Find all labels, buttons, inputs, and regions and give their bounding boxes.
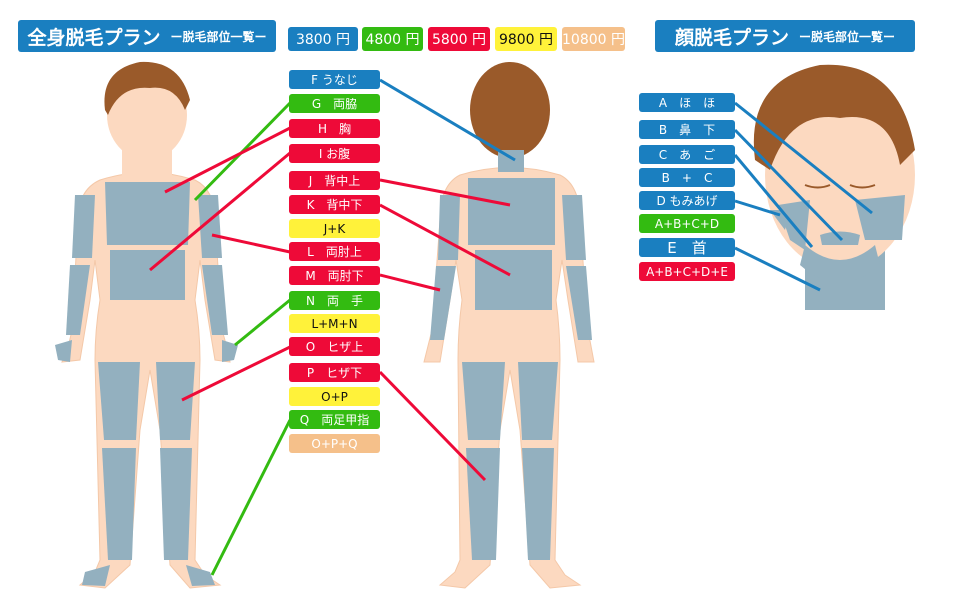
face-part-label: C あ ご [639,145,735,164]
face-part-label: A+B+C+D [639,214,735,233]
price-chip: 5800 円 [428,27,490,51]
price-chip: 3800 円 [288,27,358,51]
body-part-label: O+P [289,387,380,406]
connector-lines [149,78,873,576]
face-part-label: E 首 [639,238,735,257]
body-part-label: P ヒザ下 [289,363,380,382]
body-plan-title-sub: ー脱毛部位一覧ー [170,29,267,44]
price-chip: 9800 円 [495,27,557,51]
face-part-label: B + C [639,168,735,187]
body-part-label: K 背中下 [289,195,380,214]
face-part-label: A ほ ほ [639,93,735,112]
body-part-label: O+P+Q [289,434,380,453]
face-plan-title: 顔脱毛プラン ー脱毛部位一覧ー [655,20,915,52]
body-plan-title-main: 全身脱毛プラン [27,26,161,49]
body-part-label: L+M+N [289,314,380,333]
back-body [423,62,595,589]
face-part-label: B 鼻 下 [639,120,735,139]
body-part-label: M 両肘下 [289,266,380,285]
price-chip: 10800 円 [562,27,625,51]
price-chip: 4800 円 [362,27,423,51]
body-part-label: H 胸 [289,119,380,138]
body-part-label: O ヒザ上 [289,337,380,356]
body-part-label: F うなじ [289,70,380,89]
face-illustration [753,64,915,310]
body-part-label: G 両脇 [289,94,380,113]
body-part-label: J 背中上 [289,171,380,190]
body-part-label: J+K [289,219,380,238]
face-part-label: D もみあげ [639,191,735,210]
body-plan-title: 全身脱毛プラン ー脱毛部位一覧ー [18,20,276,52]
body-part-label: N 両 手 [289,291,380,310]
face-plan-title-sub: ー脱毛部位一覧ー [799,29,896,44]
face-plan-title-main: 顔脱毛プラン [674,26,789,49]
body-part-label: L 両肘上 [289,242,380,261]
body-part-label: I お腹 [289,144,380,163]
body-part-label: Q 両足甲指 [289,410,380,429]
front-body [55,61,238,589]
face-part-label: A+B+C+D+E [639,262,735,281]
